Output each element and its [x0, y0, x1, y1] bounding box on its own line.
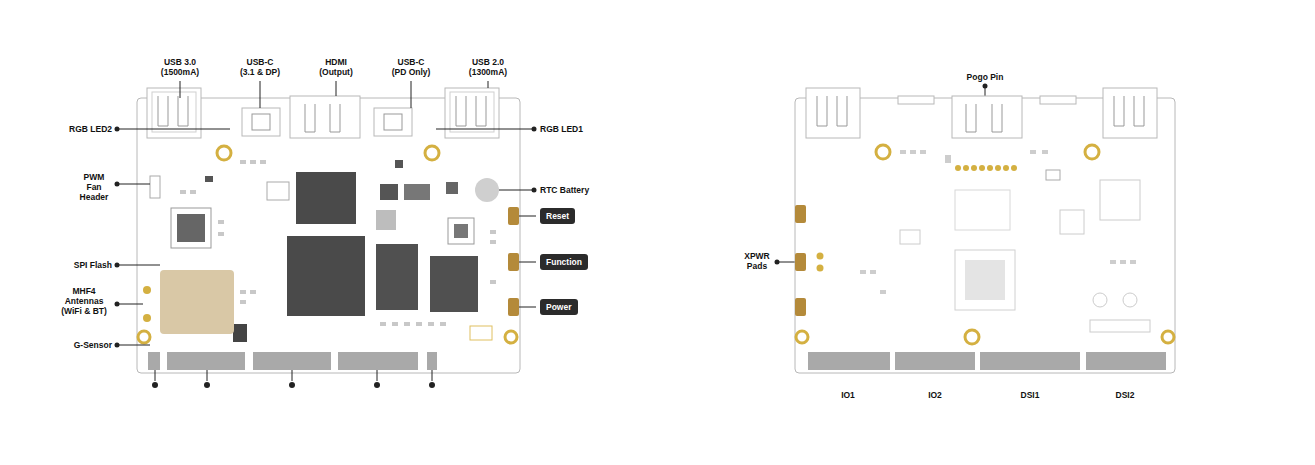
callout-label: RTC Battery — [540, 185, 589, 195]
chips-top — [150, 160, 499, 342]
small-parts-bottom — [860, 150, 1150, 332]
bottom-connectors-bottom — [808, 352, 1166, 370]
callout-label: IO2 — [910, 390, 960, 400]
callout-label: USB-C (PD Only) — [390, 57, 432, 77]
callout-label: G-Sensor — [74, 340, 112, 350]
button-tag: Power — [540, 299, 578, 315]
board-top — [137, 88, 520, 373]
button-tag: Function — [540, 254, 588, 270]
xpwr-pads — [817, 253, 824, 272]
callout-label: HDMI (Output) — [315, 57, 357, 77]
callout-label: Pogo Pin — [955, 72, 1015, 82]
mounting-holes-bottom — [796, 145, 1174, 344]
callout-label: USB 3.0 (1500mA) — [159, 57, 201, 77]
callout-label: SPI Flash — [74, 260, 112, 270]
board-bottom — [795, 88, 1175, 373]
callout-label: RGB LED1 — [540, 124, 583, 134]
callout-label: USB-C (3.1 & DP) — [239, 57, 281, 77]
small-parts-top — [180, 160, 496, 340]
side-buttons-bottom — [795, 205, 806, 316]
callout-label: PWM Fan Header — [76, 172, 112, 203]
callout-label: RGB LED2 — [69, 124, 112, 134]
callout-label: XPWR Pads — [740, 251, 774, 271]
callout-label: DSI2 — [1100, 390, 1150, 400]
callout-label: USB 2.0 (1300mA) — [467, 57, 509, 77]
side-buttons — [508, 207, 519, 316]
button-tag: Reset — [540, 208, 575, 224]
callout-label: DSI1 — [1005, 390, 1055, 400]
button-name: Reset — [546, 211, 569, 221]
button-name: Power — [546, 302, 572, 312]
bottom-connectors-top — [148, 352, 437, 370]
callout-label: IO1 — [823, 390, 873, 400]
pogo-pins — [955, 165, 1017, 171]
callout-label: MHF4 Antennas (WiFi & BT) — [57, 286, 111, 317]
mounting-holes-top — [138, 146, 517, 343]
button-name: Function — [546, 257, 582, 267]
antenna-connectors — [143, 286, 151, 322]
